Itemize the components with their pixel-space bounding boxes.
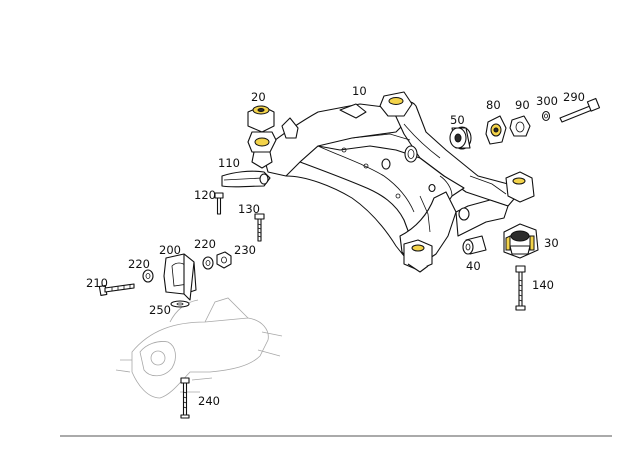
callout-210: 210 — [86, 276, 108, 290]
bolt-210[interactable] — [98, 283, 135, 296]
callout-240: 240 — [198, 394, 220, 408]
axle-housing-outline — [115, 297, 283, 399]
bolt-240[interactable] — [180, 377, 190, 419]
washer-220-right[interactable] — [202, 256, 214, 270]
mount-bushing-20[interactable] — [247, 105, 277, 169]
callout-300: 300 — [536, 94, 558, 108]
axle-mount-200[interactable] — [163, 253, 197, 301]
callout-220-left: 220 — [128, 257, 150, 271]
callout-50: 50 — [450, 113, 465, 127]
callout-230: 230 — [234, 243, 256, 257]
callout-250: 250 — [149, 303, 171, 317]
callout-200: 200 — [159, 243, 181, 257]
bushing-50[interactable] — [449, 126, 472, 150]
callout-10: 10 — [352, 84, 367, 98]
callout-90: 90 — [515, 98, 530, 112]
callout-30: 30 — [544, 236, 559, 250]
bracket-80[interactable] — [485, 115, 507, 145]
callout-130: 130 — [238, 202, 260, 216]
bolt-130[interactable] — [254, 213, 265, 242]
callout-20: 20 — [251, 90, 266, 104]
washer-250[interactable] — [170, 300, 190, 308]
callout-140: 140 — [532, 278, 554, 292]
callout-290: 290 — [563, 90, 585, 104]
callout-40: 40 — [466, 259, 481, 273]
washer-300[interactable] — [541, 110, 551, 122]
callout-labels: 10 20 50 80 90 300 290 110 120 130 30 40… — [86, 84, 585, 408]
callout-110: 110 — [218, 156, 240, 170]
nut-230[interactable] — [216, 251, 232, 269]
link-arm-110[interactable] — [221, 170, 271, 188]
bolt-140[interactable] — [515, 265, 526, 311]
rear-subframe[interactable] — [261, 91, 535, 273]
callout-120: 120 — [194, 188, 216, 202]
callout-80: 80 — [486, 98, 501, 112]
bolt-120[interactable] — [214, 192, 224, 215]
bushing-mount-30[interactable] — [503, 223, 539, 259]
bolt-290[interactable] — [559, 97, 601, 123]
washer-220-left[interactable] — [142, 269, 154, 283]
callout-220-right: 220 — [194, 237, 216, 251]
washer-90[interactable] — [509, 115, 531, 137]
bushing-40[interactable] — [462, 235, 487, 255]
